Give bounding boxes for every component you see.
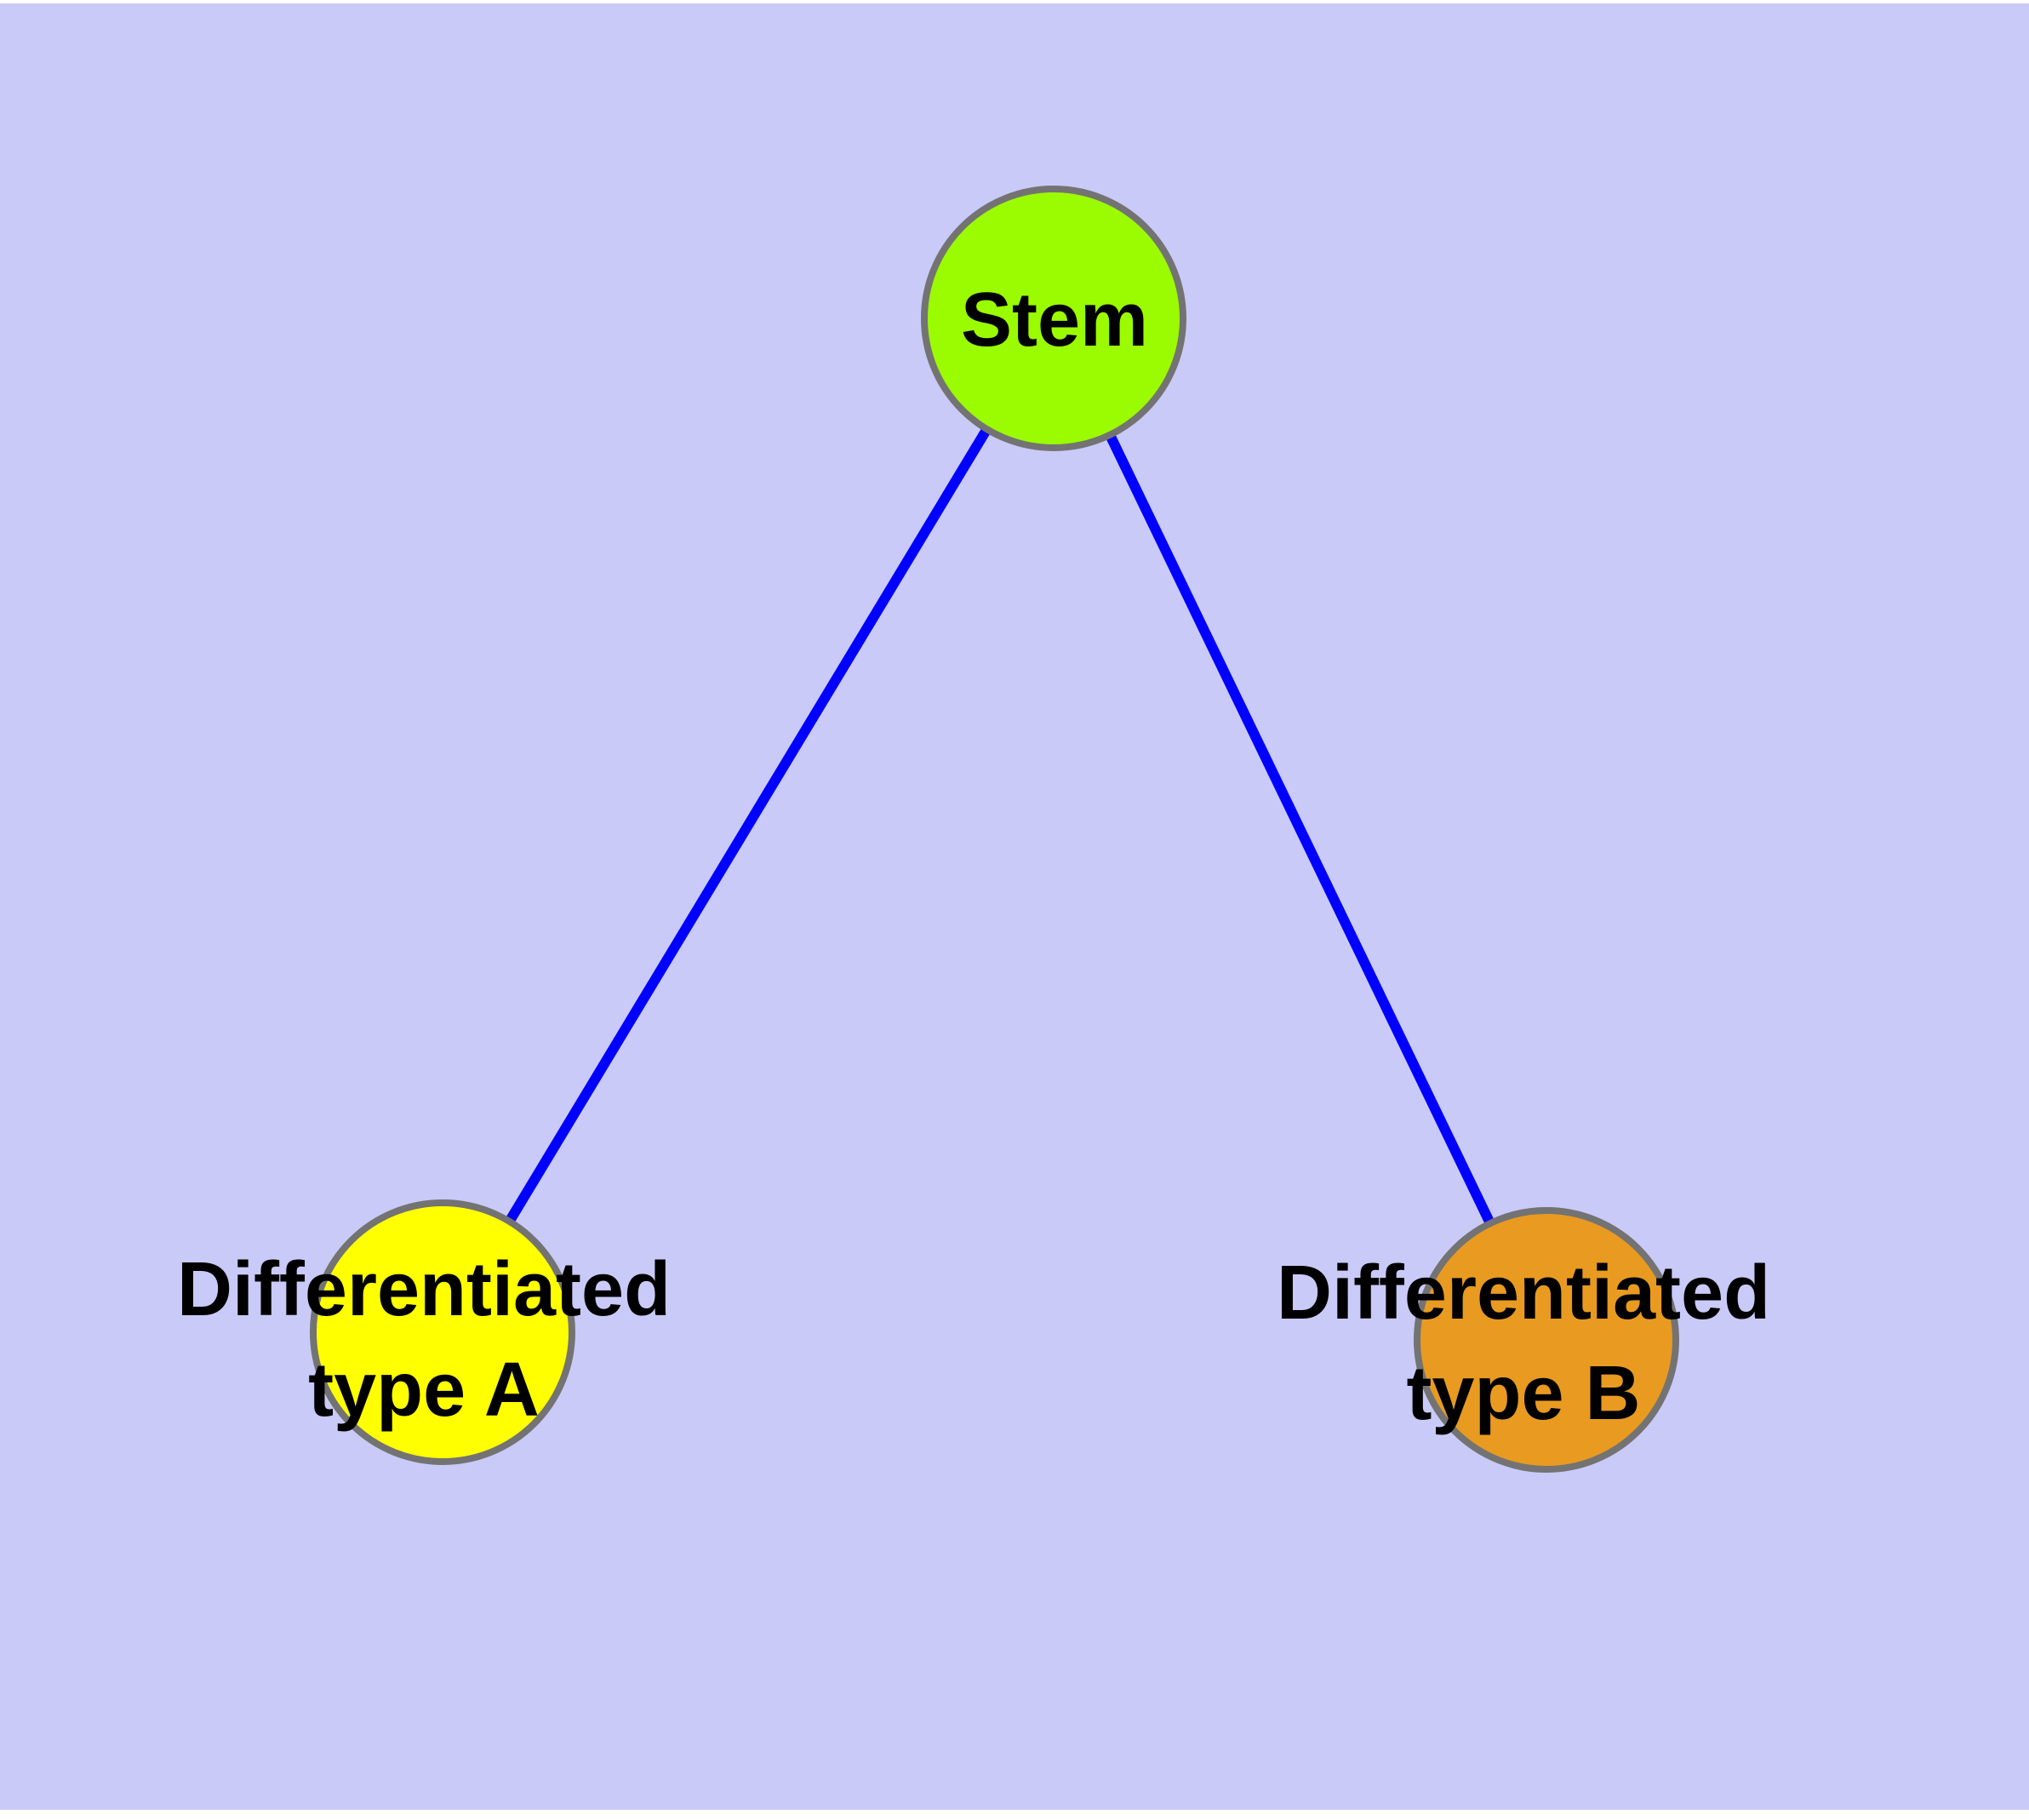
node-type-b-circle[interactable]	[1414, 1207, 1679, 1473]
node-type-a-circle[interactable]	[310, 1199, 575, 1465]
edge-stem-to-type-b	[1049, 316, 1552, 1342]
edge-stem-to-type-a	[437, 315, 1059, 1336]
node-stem-circle[interactable]	[921, 186, 1186, 451]
